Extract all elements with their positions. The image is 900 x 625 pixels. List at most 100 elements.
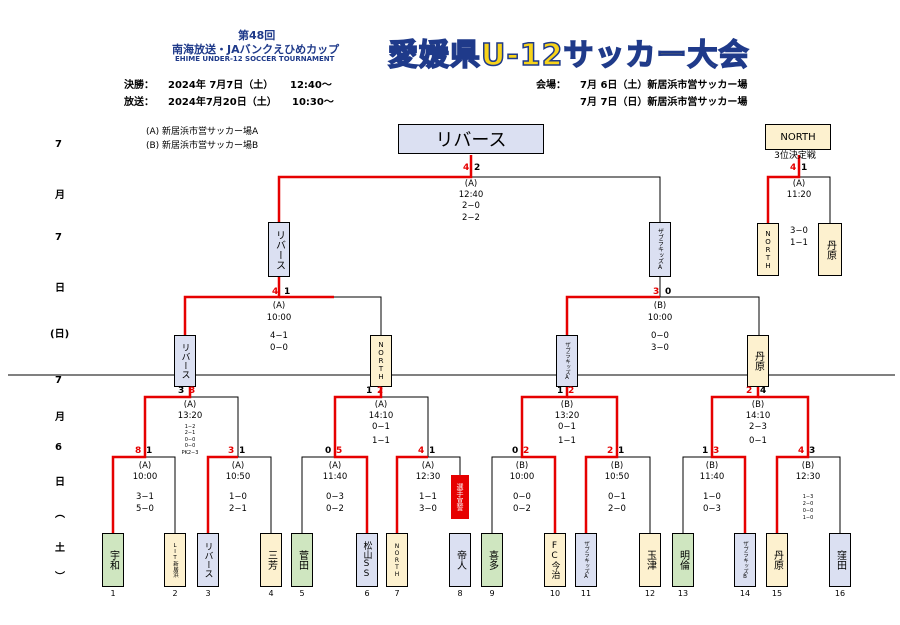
third-place-label: 3位決定戦 — [774, 151, 816, 161]
team-box-16: 窪田 — [829, 533, 851, 587]
team-box-1: 宇和 — [102, 533, 124, 587]
day1-label: 月 — [55, 412, 65, 423]
team-box-3: リバース — [197, 533, 219, 587]
semi1-score-right: 1 — [284, 287, 291, 297]
team-box-7: NORTH — [386, 533, 408, 587]
semi2-score-left: 3 — [653, 287, 660, 297]
champion-name: リバース — [435, 130, 507, 151]
r1-time: 10:50 — [604, 472, 630, 482]
qf2-half1: 0−1 — [372, 422, 390, 432]
r1-half2: 0−2 — [326, 504, 344, 514]
day2-label: (日) — [50, 329, 70, 340]
finalist-right-label: ザブラキッズA — [656, 228, 664, 271]
r1-court: (B) — [610, 461, 624, 471]
team-seed-number: 5 — [299, 589, 305, 598]
third-time: 11:20 — [786, 190, 812, 200]
english-title: EHIME UNDER-12 SOCCER TOURNAMENT — [175, 55, 335, 63]
r1-half2: 3−0 — [419, 504, 437, 514]
r1-score-right: 3 — [809, 446, 816, 456]
team-box-5: 菅田 — [291, 533, 313, 587]
team-seed-number: 7 — [394, 589, 400, 598]
qf3-half1: 0−1 — [558, 422, 576, 432]
team-seed-number: 1 — [110, 589, 116, 598]
team-seed-number: 13 — [677, 589, 689, 598]
tournament-title: 愛媛県U-12サッカー大会 — [387, 37, 750, 74]
third-half1: 3−0 — [790, 226, 808, 236]
day2-label: 7 — [55, 139, 62, 150]
semifinalist-1: リバース — [174, 335, 196, 387]
final-time: 12:40 — [458, 190, 484, 200]
team-seed-number: 11 — [580, 589, 592, 598]
r1-time: 11:40 — [322, 472, 348, 482]
r1-score-right: 3 — [713, 446, 720, 456]
team-name: 明倫 — [677, 550, 689, 570]
qf3-time: 13:20 — [554, 411, 580, 421]
finalist-left-label: リバース — [273, 229, 285, 270]
third-score-right: 1 — [801, 163, 808, 173]
r1-score-right: 5 — [336, 446, 343, 456]
r1-score-left: 8 — [135, 446, 142, 456]
r1-score-left: 1 — [702, 446, 709, 456]
team-seed-number: 3 — [205, 589, 211, 598]
team-name: 松山SS — [361, 541, 372, 579]
qf4-score-right: 4 — [760, 386, 767, 396]
r1-score-left: 4 — [798, 446, 805, 456]
semifinalist-3-label: ザブラキッズA — [564, 341, 570, 381]
venue-day2: 7月 7日（日）新居浜市営サッカー場 — [580, 97, 748, 108]
semifinalist-2: NORTH — [370, 335, 392, 387]
team-name: 丹原 — [771, 550, 783, 570]
semifinalist-2-label: NORTH — [377, 341, 385, 381]
semi1-time: 10:00 — [266, 313, 292, 323]
team-box-15: 丹原 — [766, 533, 788, 587]
third-team-tanbara: 丹原 — [818, 223, 842, 276]
final-date: 2024年 7月7日（土） — [168, 80, 274, 91]
team-name: FC今治 — [549, 541, 560, 579]
team-seed-number: 2 — [172, 589, 178, 598]
qf4-half2: 0−1 — [749, 436, 767, 446]
qf4-court: (B) — [751, 400, 765, 410]
qf3-court: (B) — [560, 400, 574, 410]
r1-half1: 0−3 — [326, 492, 344, 502]
qf4-score-left: 2 — [746, 386, 753, 396]
r1-score-left: 0 — [325, 446, 332, 456]
finalist-left: リバース — [268, 222, 290, 277]
venue-day1: 7月 6日（土）新居浜市営サッカー場 — [580, 80, 748, 91]
r1-half1: 1−1 — [419, 492, 437, 502]
final-score-right: 2 — [474, 163, 481, 173]
qf2-score-right: 2 — [377, 386, 384, 396]
team-seed-number: 10 — [549, 589, 561, 598]
r1-score-right: 1 — [239, 446, 246, 456]
r1-half2: 2−1 — [229, 504, 247, 514]
team-box-13: 明倫 — [672, 533, 694, 587]
team-seed-number: 6 — [364, 589, 370, 598]
third-court: (A) — [792, 179, 806, 189]
r1-time: 10:50 — [225, 472, 251, 482]
semifinalist-4: 丹原 — [747, 335, 769, 387]
r1-time: 12:30 — [795, 472, 821, 482]
team-box-4: 三芳 — [260, 533, 282, 587]
r1-score-right: 1 — [146, 446, 153, 456]
r1-score-right: 1 — [618, 446, 625, 456]
r1-court: (A) — [328, 461, 342, 471]
semi2-half1: 0−0 — [651, 331, 669, 341]
edition: 第48回 — [238, 29, 276, 42]
team-box-9: 喜多 — [481, 533, 503, 587]
day1-label: ︶ — [55, 572, 65, 583]
semi2-half2: 3−0 — [651, 343, 669, 353]
third-place-winner-box: NORTH — [765, 124, 831, 150]
third-team-tanbara-label: 丹原 — [824, 239, 836, 260]
r1-half1: 0−1 — [608, 492, 626, 502]
court-b-note: (B) 新居浜市営サッカー場B — [146, 141, 259, 151]
semi2-score-right: 0 — [665, 287, 672, 297]
r1-court: (A) — [421, 461, 435, 471]
qf1-half2: 2−1 — [184, 430, 196, 436]
team-seed-number: 14 — [739, 589, 751, 598]
semi2-court: (B) — [653, 301, 667, 311]
r1-court: (A) — [231, 461, 245, 471]
team-name: 帝人 — [454, 550, 466, 570]
team-box-10: FC今治 — [544, 533, 566, 587]
r1-half2: 0−2 — [513, 504, 531, 514]
r1-time: 10:00 — [509, 472, 535, 482]
team-seed-number: 16 — [834, 589, 846, 598]
team-seed-number: 8 — [457, 589, 463, 598]
